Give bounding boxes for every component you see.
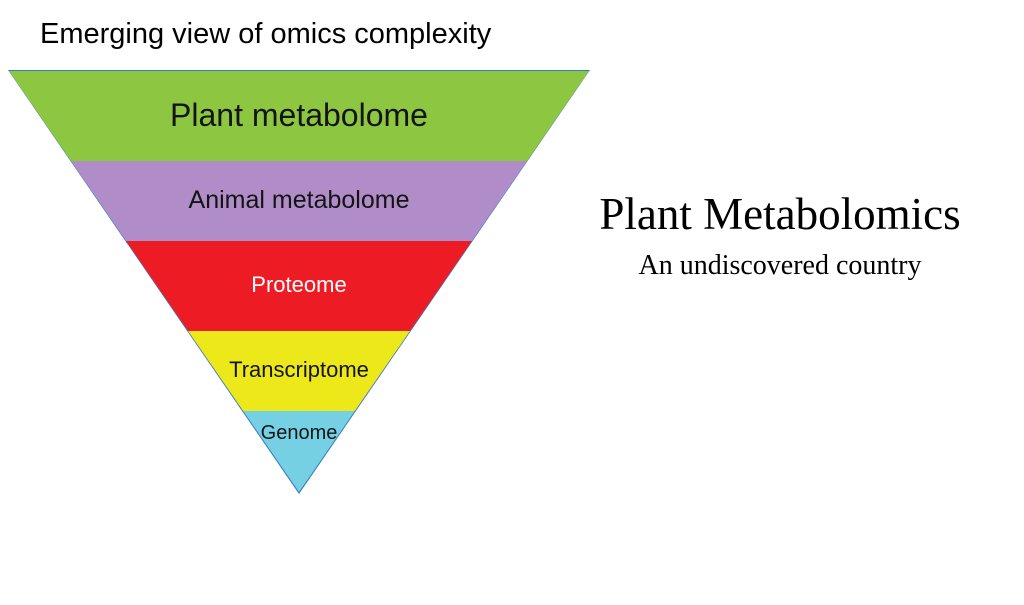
sub-heading: An undiscovered country bbox=[638, 249, 922, 281]
main-heading: Plant Metabolomics bbox=[599, 189, 961, 239]
funnel-bands bbox=[9, 71, 589, 492]
right-panel: Plant Metabolomics An undiscovered count… bbox=[540, 189, 1020, 282]
funnel-layer-transcriptome bbox=[9, 331, 589, 411]
funnel-layer-genome bbox=[9, 411, 589, 492]
page-title: Emerging view of omics complexity bbox=[40, 18, 492, 50]
funnel-layer-plant-metabolome bbox=[9, 71, 589, 161]
funnel-layer-animal-metabolome bbox=[9, 161, 589, 241]
funnel-layer-proteome bbox=[9, 241, 589, 331]
omics-funnel-diagram: Plant metabolome Animal metabolome Prote… bbox=[8, 70, 590, 494]
